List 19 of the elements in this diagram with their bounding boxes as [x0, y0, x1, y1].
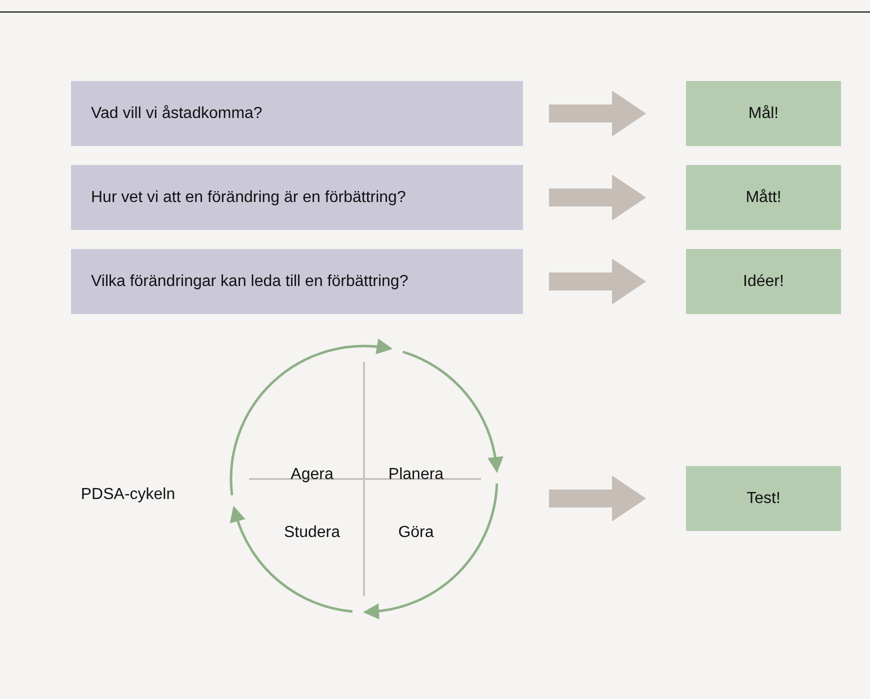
answer-box [686, 81, 841, 146]
answer-box [686, 249, 841, 314]
question-box [71, 249, 523, 314]
quadrant-label: Göra [398, 524, 434, 542]
quadrant-label: PDSA-cykeln [80, 486, 176, 504]
answer-text: Test! [746, 490, 780, 508]
question-box [71, 165, 523, 230]
question-box [71, 81, 523, 146]
question-text: Vad vill vi åstadkomma? [91, 104, 262, 122]
quadrant-label: Studera [284, 524, 340, 542]
answer-text: Idéer! [743, 272, 784, 290]
quadrant-label: Planera [388, 466, 444, 484]
answer-box [686, 165, 841, 230]
question-text: Hur vet vi att en förändring är en förbättring? [91, 188, 406, 206]
answer-text: Mål! [748, 104, 779, 122]
answer-box [686, 466, 841, 531]
quadrant-label: Agera [290, 466, 334, 484]
question-text: Vilka förändringar kan leda till en förbättring? [91, 272, 408, 290]
answer-text: Mått! [746, 188, 782, 206]
